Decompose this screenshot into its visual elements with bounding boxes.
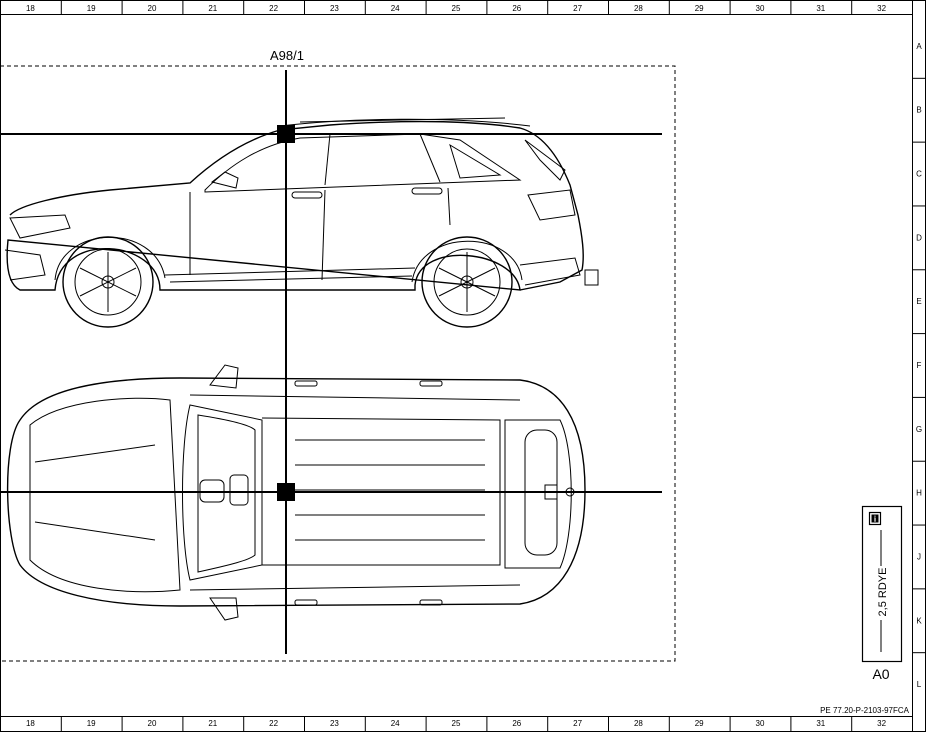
row-label: H [916,489,922,498]
column-label: 22 [269,4,278,13]
column-label: 21 [208,4,217,13]
legend-frame [861,505,903,663]
column-label: 30 [756,719,765,728]
svg-text:i: i [874,515,877,524]
column-label: 19 [87,4,96,13]
component-label[interactable]: A98/1 [270,48,304,63]
row-label: B [916,106,921,115]
column-label: 20 [148,4,157,13]
column-label: 26 [512,719,521,728]
column-label: 25 [452,719,461,728]
column-label: 26 [512,4,521,13]
column-labels-bottom: 18 19 20 21 22 23 24 25 26 27 28 29 30 31 32 [26,719,887,728]
column-labels-top: 18 19 20 21 22 23 24 25 26 27 28 29 30 31 32 [26,4,887,13]
row-label: D [916,233,922,242]
column-label: 31 [816,4,825,13]
column-label: 28 [634,719,643,728]
row-label: L [917,680,922,689]
row-ticks [912,77,926,654]
column-label: 18 [26,4,35,13]
column-label: 18 [26,719,35,728]
column-label: 23 [330,4,339,13]
row-label: K [916,616,922,625]
wire-legend-box: i 2,5 RDYE [861,505,903,663]
column-label: 22 [269,719,278,728]
row-label: G [916,425,922,434]
column-label: 27 [573,719,582,728]
component-marker-side[interactable] [277,125,295,143]
column-label: 24 [391,719,400,728]
column-label: 30 [756,4,765,13]
column-label: 31 [816,719,825,728]
column-label: 32 [877,719,886,728]
column-label: 24 [391,4,400,13]
vehicle-side-view [4,117,599,328]
row-label: C [916,170,922,179]
column-label: 19 [87,719,96,728]
column-label: 29 [695,4,704,13]
column-label: 29 [695,719,704,728]
row-label: A [916,42,922,51]
column-label: 25 [452,4,461,13]
info-icon[interactable]: i [868,511,882,526]
row-labels: A B C D E F G H J K L [916,42,922,689]
column-label: 32 [877,4,886,13]
view-boundary-dashed [0,65,676,662]
column-label: 27 [573,4,582,13]
component-marker-top[interactable] [277,483,295,501]
column-label: 28 [634,4,643,13]
component-location-crosshairs [0,70,662,654]
column-label: 23 [330,719,339,728]
row-label: J [917,552,921,561]
column-label: 21 [208,719,217,728]
location-label: A0 [872,666,889,682]
wire-spec-label[interactable]: 2,5 RDYE [877,568,889,617]
row-label: E [916,297,921,306]
document-code: PE 77.20-P-2103-97FCA [820,706,910,715]
column-ticks [60,0,853,732]
row-label: F [917,361,922,370]
column-label: 20 [148,719,157,728]
